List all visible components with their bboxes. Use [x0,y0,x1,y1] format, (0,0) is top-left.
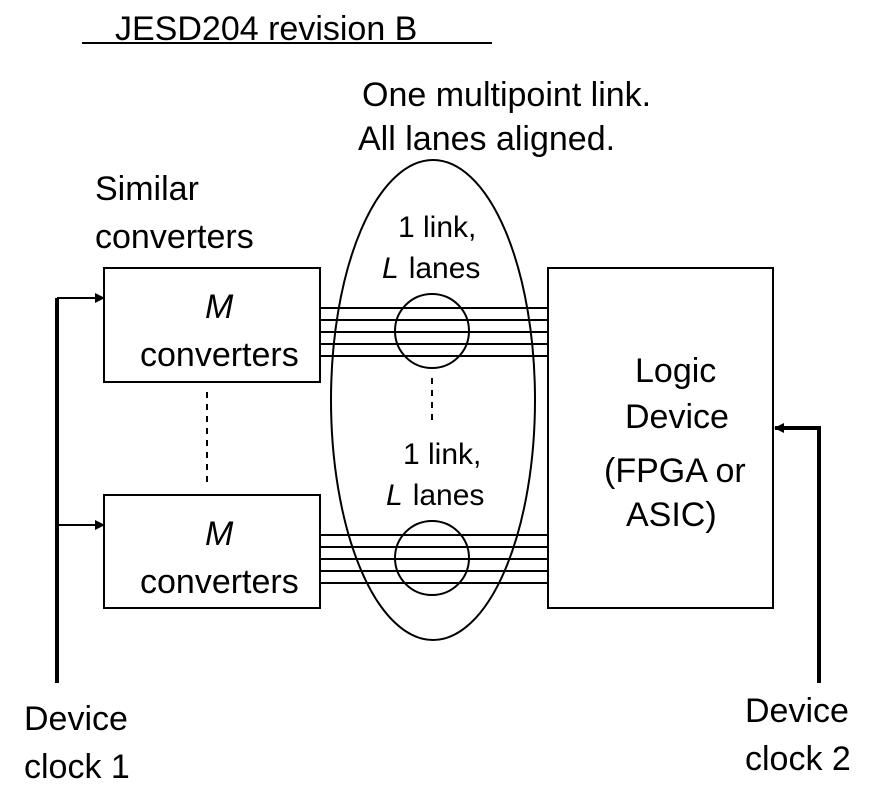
logic-device-line1: Logic [635,352,716,390]
clock-1-label-line2: clock 1 [24,748,130,786]
converters-caption-line2: converters [95,218,254,256]
converter-block-1-text: converters [140,336,299,374]
converters-caption-line1: Similar [95,170,199,208]
multipoint-link-ellipse [330,159,536,641]
link-group-1-line1: 1 link, [398,211,476,244]
logic-device-line4: ASIC) [626,496,717,534]
link-caption-line2: All lanes aligned. [358,120,615,158]
link-group-1-var: L [382,252,399,285]
logic-device-block [547,267,774,609]
converter-block-1 [103,267,321,383]
diagram-title: JESD204 revision B [115,10,417,48]
link-circle-2 [394,520,470,596]
clock-1-label-line1: Device [24,700,128,738]
link-group-2-var: L [386,479,403,512]
link-group-2-line1: 1 link, [403,438,481,471]
logic-device-line3: (FPGA or [604,452,746,490]
clock-2-label-line2: clock 2 [745,740,851,778]
link-circle-1 [394,293,470,369]
link-group-1-text: lanes [409,252,481,285]
converter-block-2-text: converters [140,563,299,601]
lanes-group-2 [320,534,548,584]
link-group-2-text: lanes [413,479,485,512]
lanes-group-1 [320,307,548,357]
link-caption-line1: One multipoint link. [362,76,651,114]
clock-2-label-line1: Device [745,692,849,730]
converter-block-2 [103,494,321,609]
converter-block-2-var: M [205,515,234,553]
logic-device-line2: Device [625,398,729,436]
converter-block-1-var: M [205,288,234,326]
